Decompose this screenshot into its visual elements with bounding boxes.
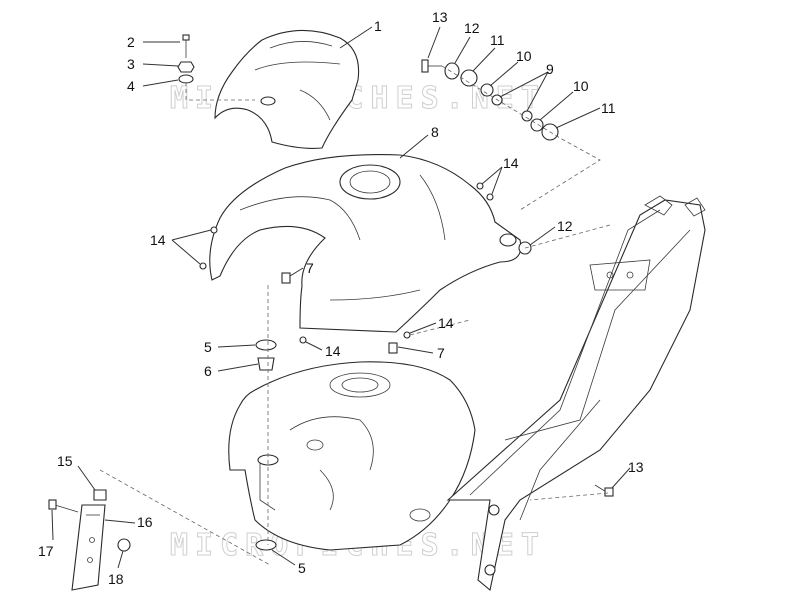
callout-5-lower: 5	[298, 560, 306, 576]
callout-14-left: 14	[150, 232, 166, 248]
nut-3	[177, 61, 195, 73]
callout-5-upper: 5	[204, 339, 212, 355]
clip-15	[93, 489, 107, 501]
callout-7-upper: 7	[306, 260, 314, 276]
callout-9: 9	[546, 61, 554, 77]
callout-7-lower: 7	[437, 345, 445, 361]
callout-11-top: 11	[490, 32, 505, 48]
bushing-11-top	[460, 69, 478, 87]
callout-17: 17	[38, 543, 54, 559]
washer-5-lower	[255, 539, 277, 551]
nut-18	[117, 538, 131, 552]
callout-10-right: 10	[573, 78, 589, 94]
callout-12-top: 12	[464, 20, 480, 36]
clip-7-upper	[281, 272, 291, 284]
screw-14-left-a	[210, 226, 218, 234]
callout-16: 16	[137, 514, 153, 530]
screw-14-mid	[299, 336, 307, 344]
callout-labels: 1 2 3 4 13 12 11 10 9 10 11 8 14 14 12 7…	[38, 9, 644, 587]
callout-4: 4	[127, 78, 135, 94]
part-fuel-tank	[228, 361, 476, 551]
callout-14-top: 14	[503, 155, 519, 171]
part-tank-cover	[214, 29, 360, 149]
callout-12-right: 12	[557, 218, 573, 234]
bolt-17	[48, 499, 57, 510]
callout-14-mid: 14	[325, 343, 341, 359]
callout-3: 3	[127, 56, 135, 72]
washer-10-right	[530, 118, 544, 132]
callout-11-right: 11	[601, 100, 616, 116]
callout-13-bottom: 13	[628, 459, 644, 475]
part-tank-shell	[209, 153, 522, 333]
leader-lines	[51, 26, 631, 569]
rubber-6	[257, 357, 275, 371]
nut-9-b	[521, 110, 533, 122]
callout-1: 1	[374, 18, 382, 34]
callout-6: 6	[204, 363, 212, 379]
washer-5-upper	[255, 339, 277, 351]
bolt-13-bottom	[604, 487, 614, 497]
bolt-13-top	[421, 59, 429, 73]
assembly-lines	[99, 65, 611, 566]
callout-18: 18	[108, 571, 124, 587]
screw-2	[182, 34, 190, 41]
screw-14-left-b	[199, 262, 207, 270]
washer-4	[178, 74, 194, 84]
spacer-12-top	[444, 62, 460, 80]
screw-14-right	[403, 331, 411, 339]
screw-14-top-a	[476, 182, 484, 190]
part-rear-frame	[446, 195, 706, 592]
callout-14-right: 14	[438, 315, 454, 331]
callout-10-top: 10	[516, 48, 532, 64]
callout-15: 15	[57, 453, 73, 469]
callout-13-top: 13	[432, 9, 448, 25]
callout-2: 2	[127, 34, 135, 50]
hardware-items	[48, 34, 614, 552]
clip-7-lower	[388, 342, 398, 354]
part-bracket	[71, 504, 106, 591]
callout-8: 8	[431, 124, 439, 140]
washer-10-top	[480, 83, 494, 97]
screw-14-top-b	[486, 193, 494, 201]
